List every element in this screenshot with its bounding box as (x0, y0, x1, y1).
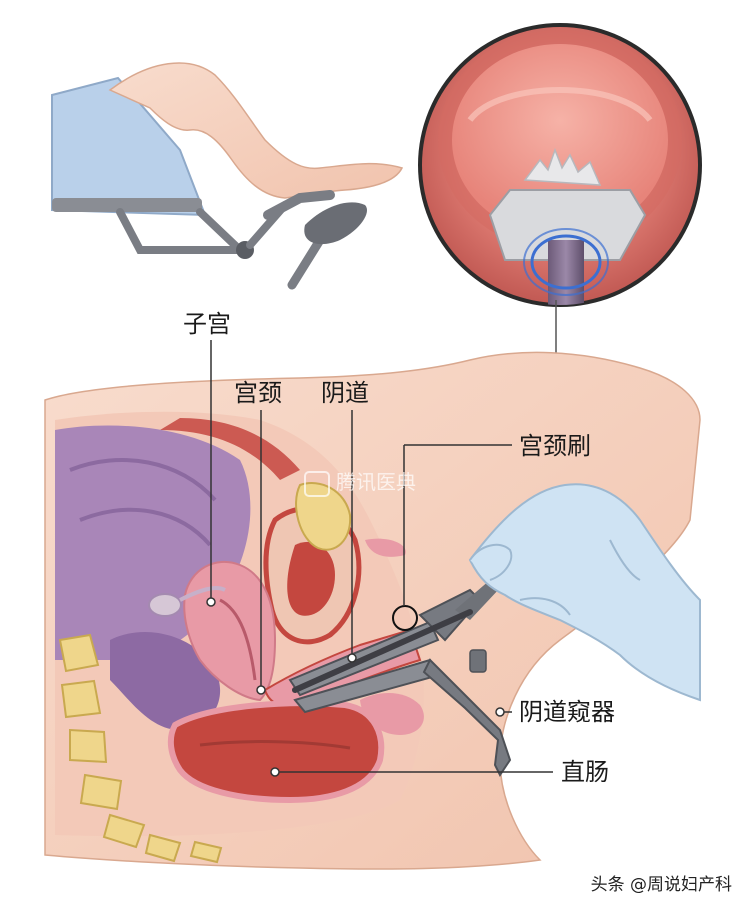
speculum-screw (470, 650, 486, 672)
source-credit: 头条 @周说妇产科 (591, 870, 732, 895)
label-cervix: 宫颈 (234, 381, 282, 405)
label-rectum: 直肠 (561, 760, 609, 784)
ovary (149, 594, 181, 616)
rectum (171, 703, 381, 800)
watermark-text: 腾讯医典 (336, 470, 416, 494)
brush-handle (548, 240, 584, 320)
cervix-closeup-inset (418, 23, 702, 320)
label-speculum: 阴道窥器 (519, 700, 615, 724)
label-vagina: 阴道 (321, 381, 369, 405)
watermark: 腾讯医典 (304, 466, 416, 497)
watermark-logo-icon (304, 471, 330, 497)
table-frame (120, 212, 245, 250)
stirrup (304, 202, 367, 244)
label-uterus: 子宫 (183, 312, 231, 336)
stirrup-arm (268, 195, 330, 215)
label-cervical-brush: 宫颈刷 (519, 434, 591, 458)
table-edge (52, 198, 202, 212)
exam-table-scene (52, 63, 402, 285)
